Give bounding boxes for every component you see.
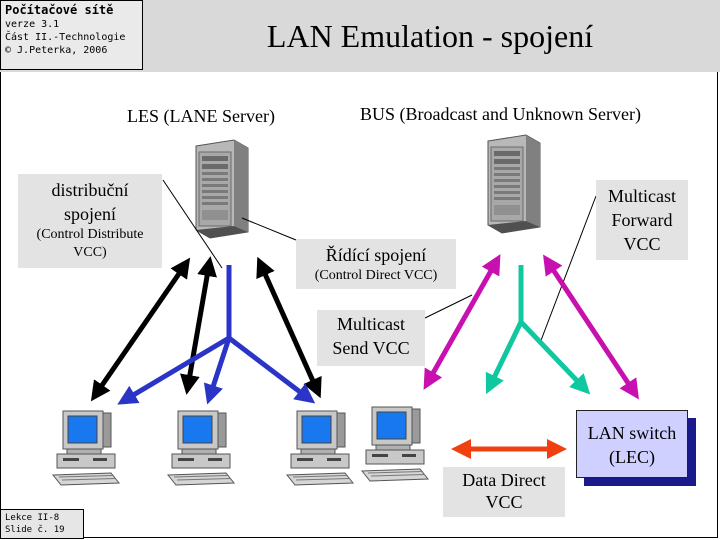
callout-line-distrib [162,179,223,269]
distrib-line1: distribuční [51,180,129,200]
distrib-callout: distribuční spojení (Control Distribute … [18,174,162,268]
callout-line-ridici [241,217,297,241]
control-direct-arrow-2 [203,337,232,405]
multicast-forward-callout: Multicast Forward VCC [596,180,688,260]
data-direct-line1: Data Direct [462,470,546,490]
control-direct-arrow-1 [117,335,231,405]
mc-send-line2: Send VCC [332,338,410,358]
les-server-icon [195,139,249,239]
course-version: verze 3.1 [5,19,60,30]
lan-switch-line1: LAN switch [587,423,677,443]
data-direct-line2: VCC [485,492,523,512]
mc-forward-line2: Forward [611,210,673,230]
bus-server-icon [487,134,541,234]
distrib-line2: spojení [64,204,116,224]
lec-pc-icon-2 [167,410,235,486]
lan-switch-box: LAN switch (LEC) [576,410,688,478]
ridici-sub: (Control Direct VCC) [314,268,438,283]
lec-pc-icon-1 [52,410,120,486]
ridici-line1: Řídící spojení [325,245,427,265]
slide-title: LAN Emulation - spojení [266,18,594,54]
lan-switch-line2: (LEC) [609,447,655,467]
ridici-callout: Řídící spojení (Control Direct VCC) [296,239,456,289]
course-part: Část II.-Technologie [5,32,126,43]
lec-pc-icon-3 [286,410,354,486]
control-distribute-arrow-2 [180,256,217,395]
multicast-arrow-left [423,254,501,390]
multicast-arrow-right [543,254,639,400]
course-author: © J.Peterka, 2006 [5,45,108,56]
multicast-send-arrow-right [519,320,591,395]
control-distribute-arrow-1 [90,257,191,402]
mc-forward-line1: Multicast [608,186,676,206]
les-label: LES (LANE Server) [127,106,275,126]
multicast-send-callout: Multicast Send VCC [317,310,425,366]
control-distribute-arrow-3 [256,256,322,399]
control-direct-arrow-3 [227,336,316,404]
bus-label: BUS (Broadcast and Unknown Server) [360,104,641,124]
slide-number: Slide č. 19 [5,525,65,535]
data-direct-callout: Data Direct VCC [443,467,565,517]
course-info-box: Počítačové sítě verze 3.1 Část II.-Techn… [0,0,143,70]
mc-forward-line3: VCC [623,234,661,254]
multicast-send-arrow-left [485,320,524,395]
lesson-number: Lekce II-8 [5,513,60,523]
slide-footer: Lekce II-8 Slide č. 19 [0,509,84,539]
mc-send-line1: Multicast [337,314,405,334]
distrib-sub: (Control Distribute VCC) [36,227,144,260]
lec-pc-icon-4 [361,406,429,482]
course-name: Počítačové sítě [5,3,114,17]
